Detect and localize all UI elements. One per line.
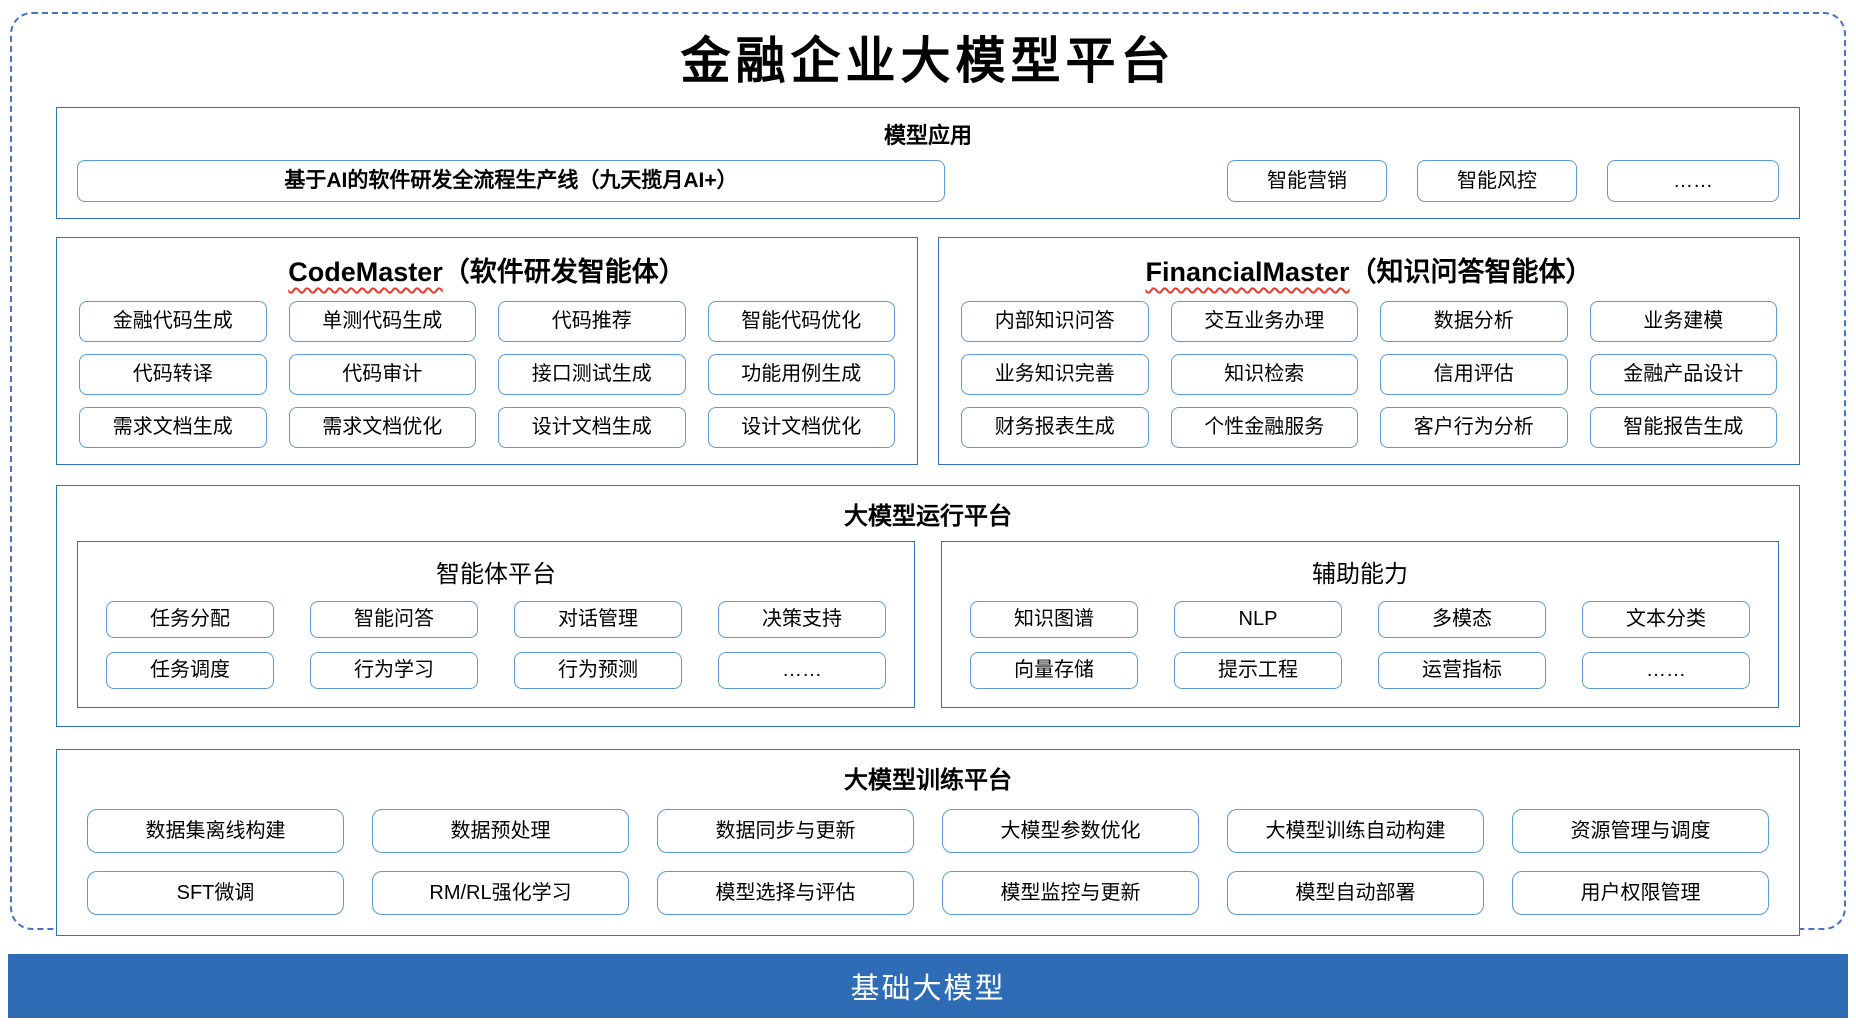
training-chip: 模型自动部署 (1227, 871, 1484, 915)
agent-title-financialmaster: FinancialMaster（知识问答智能体） (953, 250, 1785, 289)
model-app-section: 模型应用 基于AI的软件研发全流程生产线（九天揽月AI+） 智能营销智能风控 …… (56, 107, 1800, 219)
agent-platform-grid: 任务分配智能问答对话管理决策支持任务调度行为学习行为预测 …… (96, 601, 896, 689)
training-chip: 用户权限管理 (1512, 871, 1769, 915)
capability-chip: 智能报告生成 (1589, 407, 1777, 448)
auxiliary-capability-grid: 知识图谱 NLP 多模态文本分类向量存储提示工程运营指标 …… (960, 601, 1760, 689)
training-chip: 数据集离线构建 (87, 809, 344, 853)
training-platform-section: 大模型训练平台 数据集离线构建数据预处理数据同步与更新大模型参数优化大模型训练自… (56, 749, 1800, 936)
capability-chip: 业务建模 (1589, 301, 1777, 342)
capability-chip: 智能代码优化 (707, 301, 895, 342)
agent-subtitle-financialmaster: （知识问答智能体） (1349, 257, 1593, 287)
runtime-chip: 任务调度 (106, 652, 274, 689)
training-chip: 数据同步与更新 (657, 809, 914, 853)
agent-platform-group: 智能体平台 任务分配智能问答对话管理决策支持任务调度行为学习行为预测 …… (77, 541, 915, 708)
capability-chip: 设计文档优化 (707, 407, 895, 448)
capability-chip: 数据分析 (1380, 301, 1568, 342)
runtime-chip: 行为学习 (310, 652, 478, 689)
capability-chip: 代码推荐 (498, 301, 686, 342)
base-model-bar: 基础大模型 (8, 954, 1848, 1018)
capability-chip: 交互业务办理 (1170, 301, 1358, 342)
runtime-platform-header: 大模型运行平台 (844, 503, 1012, 530)
training-chip: 数据预处理 (372, 809, 629, 853)
agent-name-codemaster: CodeMaster (288, 257, 443, 287)
production-line-chip: 基于AI的软件研发全流程生产线（九天揽月AI+） (77, 160, 946, 202)
capability-chip: 接口测试生成 (498, 354, 686, 395)
runtime-chip: 行为预测 (514, 652, 682, 689)
training-chip: 模型选择与评估 (657, 871, 914, 915)
training-chip: 模型监控与更新 (942, 871, 1199, 915)
runtime-row: 智能体平台 任务分配智能问答对话管理决策支持任务调度行为学习行为预测 …… 辅助能… (77, 541, 1779, 708)
spacer (975, 160, 1197, 202)
capability-chip: 功能用例生成 (707, 354, 895, 395)
model-app-header: 模型应用 (883, 123, 972, 148)
agent-name-financialmaster: FinancialMaster (1145, 257, 1350, 287)
runtime-chip: 文本分类 (1582, 601, 1750, 638)
agent-platform-header: 智能体平台 (436, 561, 556, 588)
runtime-chip: …… (1582, 652, 1750, 689)
runtime-chip: NLP (1174, 601, 1342, 638)
page-title: 金融企业大模型平台 (680, 31, 1176, 90)
codemaster-capability-grid: 金融代码生成单测代码生成代码推荐智能代码优化代码转译代码审计接口测试生成功能用例… (71, 301, 903, 448)
capability-chip: 代码审计 (288, 354, 476, 395)
capability-chip: 金融代码生成 (79, 301, 267, 342)
capability-chip: 设计文档生成 (498, 407, 686, 448)
capability-chip: 财务报表生成 (961, 407, 1149, 448)
capability-chip: 代码转译 (79, 354, 267, 395)
runtime-chip: 对话管理 (514, 601, 682, 638)
capability-chip: 金融产品设计 (1589, 354, 1777, 395)
runtime-platform-section: 大模型运行平台 智能体平台 任务分配智能问答对话管理决策支持任务调度行为学习行为… (56, 485, 1800, 727)
model-app-chip: 智能营销 (1227, 160, 1387, 202)
agent-section-codemaster: CodeMaster（软件研发智能体） 金融代码生成单测代码生成代码推荐智能代码… (56, 237, 918, 465)
runtime-chip: 多模态 (1378, 601, 1546, 638)
runtime-chip: 知识图谱 (970, 601, 1138, 638)
capability-chip: 个性金融服务 (1170, 407, 1358, 448)
capability-chip: 信用评估 (1380, 354, 1568, 395)
model-app-row: 基于AI的软件研发全流程生产线（九天揽月AI+） 智能营销智能风控 …… (69, 160, 1787, 202)
training-chip: RM/RL强化学习 (372, 871, 629, 915)
capability-chip: 需求文档生成 (79, 407, 267, 448)
runtime-chip: 智能问答 (310, 601, 478, 638)
agent-title-codemaster: CodeMaster（软件研发智能体） (71, 250, 903, 289)
agents-row: CodeMaster（软件研发智能体） 金融代码生成单测代码生成代码推荐智能代码… (56, 237, 1800, 465)
financialmaster-capability-grid: 内部知识问答交互业务办理数据分析业务建模业务知识完善知识检索信用评估金融产品设计… (953, 301, 1785, 448)
training-chip: 大模型训练自动构建 (1227, 809, 1484, 853)
agent-section-financialmaster: FinancialMaster（知识问答智能体） 内部知识问答交互业务办理数据分… (938, 237, 1800, 465)
training-chip: 大模型参数优化 (942, 809, 1199, 853)
training-platform-grid: 数据集离线构建数据预处理数据同步与更新大模型参数优化大模型训练自动构建资源管理与… (83, 809, 1773, 915)
training-platform-header: 大模型训练平台 (844, 767, 1012, 794)
auxiliary-capability-group: 辅助能力 知识图谱 NLP 多模态文本分类向量存储提示工程运营指标 …… (941, 541, 1779, 708)
runtime-chip: …… (718, 652, 886, 689)
model-app-chip: …… (1607, 160, 1779, 202)
capability-chip: 业务知识完善 (961, 354, 1149, 395)
auxiliary-capability-header: 辅助能力 (1312, 561, 1408, 588)
capability-chip: 客户行为分析 (1380, 407, 1568, 448)
training-chip: 资源管理与调度 (1512, 809, 1769, 853)
capability-chip: 知识检索 (1170, 354, 1358, 395)
capability-chip: 单测代码生成 (288, 301, 476, 342)
runtime-chip: 向量存储 (970, 652, 1138, 689)
training-chip: SFT微调 (87, 871, 344, 915)
model-app-chip: 智能风控 (1417, 160, 1577, 202)
agent-subtitle-codemaster: （软件研发智能体） (442, 257, 686, 287)
runtime-chip: 任务分配 (106, 601, 274, 638)
model-app-chips: 智能营销智能风控 …… (1227, 160, 1779, 202)
capability-chip: 内部知识问答 (961, 301, 1149, 342)
runtime-chip: 提示工程 (1174, 652, 1342, 689)
platform-frame: 金融企业大模型平台 模型应用 基于AI的软件研发全流程生产线（九天揽月AI+） … (10, 12, 1846, 936)
runtime-chip: 运营指标 (1378, 652, 1546, 689)
capability-chip: 需求文档优化 (288, 407, 476, 448)
runtime-chip: 决策支持 (718, 601, 886, 638)
